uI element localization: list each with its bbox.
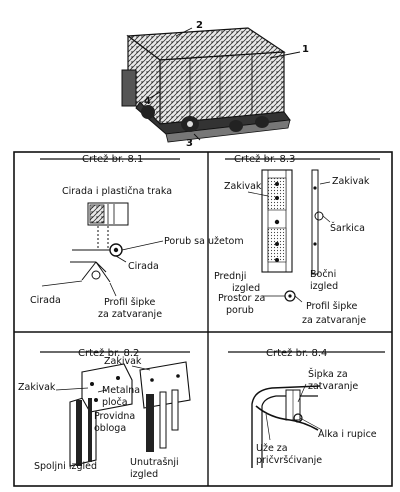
fig82-rivet-left-label: Zakivak <box>18 382 56 393</box>
fig83-profile-rod-label: Profil šipke <box>306 301 358 312</box>
callout-3: 3 <box>186 138 193 149</box>
fig84-closing-rod-label-2: zatvaranje <box>308 381 359 392</box>
fig81-tarp-strip-label: Cirada i plastična traka <box>62 186 173 197</box>
fig83-hem-gap-label: Prostor za <box>218 293 266 304</box>
fig83-eyelet-label: Šarkica <box>330 223 365 234</box>
fig84-rope-label: Uže za <box>256 443 288 454</box>
fig81-hem-rope-label: Porub sa užetom <box>164 236 244 247</box>
fig83-hem-gap-label-2: porub <box>226 305 254 316</box>
fig82-metal-plate-label-2: ploča <box>102 397 128 408</box>
fig84-closing-rod-label: Šipka za <box>308 369 348 380</box>
truck-illustration <box>121 27 301 143</box>
fig83-side-view-label: Bočni <box>310 269 337 280</box>
fig81-title: Crtež br. 8.1 <box>82 154 144 165</box>
fig82-inner-view-label-2: izgled <box>130 469 159 480</box>
fig82-metal-plate-label: Metalna <box>102 385 141 396</box>
fig82-title: Crtež br. 8.2 <box>78 348 140 359</box>
callout-2: 2 <box>196 20 203 31</box>
fig82-artwork <box>55 361 191 467</box>
fig81-tarp-lower-label: Cirada <box>128 261 159 272</box>
fig82-transparent-label-2: obloga <box>94 423 127 434</box>
fig83-title: Crtež br. 8.3 <box>234 154 296 165</box>
fig83-rivet-right-label: Zakivak <box>332 176 370 187</box>
fig84-title: Crtež br. 8.4 <box>266 348 328 359</box>
fig83-side-view-label-2: izgled <box>310 281 339 292</box>
fig83-front-view-label: Prednji <box>214 271 247 282</box>
fig84-rope-label-2: pričvršćivanje <box>256 455 323 466</box>
fig83-for-closing-label: za zatvaranje <box>302 315 367 326</box>
fig83-artwork <box>247 169 331 303</box>
fig84-ring-label: Alka i rupice <box>318 429 377 440</box>
fig81-profile-rod-label: Profil šipke <box>104 297 156 308</box>
fig81-tarp-left-label: Cirada <box>30 295 61 306</box>
fig82-transparent-label: Providna <box>94 411 136 422</box>
callout-4: 4 <box>144 96 151 107</box>
fig81-artwork <box>41 202 164 297</box>
callout-1: 1 <box>302 44 309 55</box>
fig83-rivet-left-label: Zakivak <box>224 181 262 192</box>
fig82-outer-view-label: Spoljni izgled <box>34 461 98 472</box>
fig83-front-view-label-2: izgled <box>232 283 261 294</box>
fig84-artwork <box>251 383 323 468</box>
outer-frame <box>13 151 393 487</box>
fig81-for-closing-label: za zatvaranje <box>98 309 163 320</box>
fig82-inner-view-label: Unutrašnji <box>130 457 179 468</box>
fig82-rivet-top-label: Zakivak <box>104 356 142 367</box>
